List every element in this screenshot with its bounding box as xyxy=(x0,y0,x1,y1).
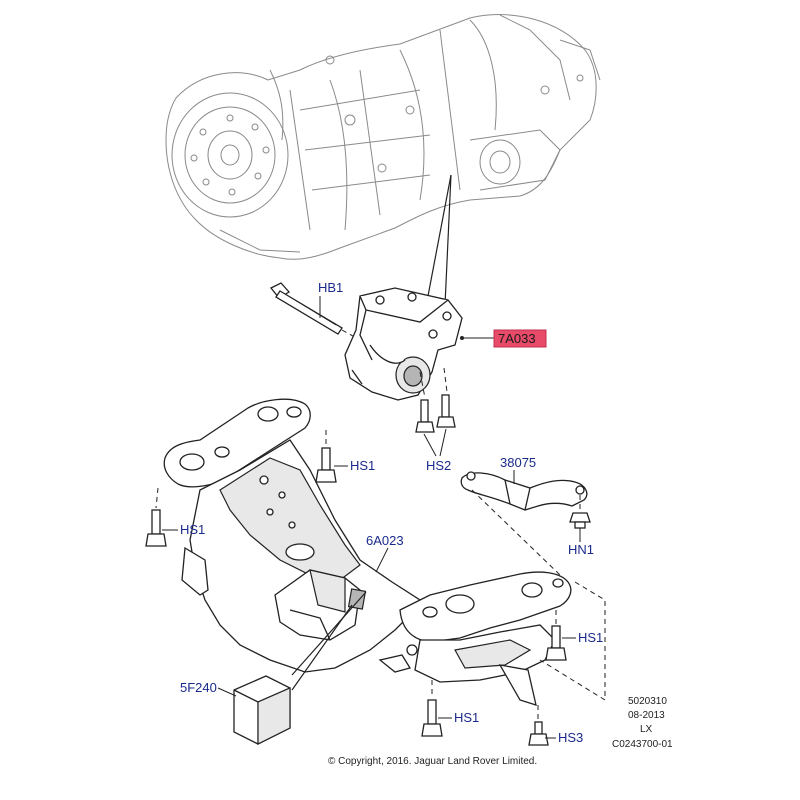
label-5f240[interactable]: 5F240 xyxy=(180,680,217,695)
transmission-illustration xyxy=(165,14,601,260)
mount-leader-line-1 xyxy=(427,174,452,297)
bolt-hb1[interactable] xyxy=(269,282,343,335)
mount-leader-line-2 xyxy=(444,174,452,306)
label-hs1-upper[interactable]: HS1 xyxy=(350,458,375,473)
meta-line-3: LX xyxy=(640,724,653,735)
transmission-mount-7a033[interactable] xyxy=(344,287,463,401)
bolt-hs1-left[interactable] xyxy=(145,487,167,547)
meta-line-1: 5020310 xyxy=(628,696,667,707)
nut-hn1[interactable] xyxy=(569,495,591,529)
label-hs3[interactable]: HS3 xyxy=(558,730,583,745)
meta-line-4: C0243700-01 xyxy=(612,739,673,750)
7a033-highlight-box xyxy=(493,329,547,348)
label-hs1-right[interactable]: HS1 xyxy=(578,630,603,645)
label-6a023[interactable]: 6A023 xyxy=(366,533,404,548)
6a023-leader xyxy=(375,547,389,573)
label-7a033[interactable]: 7A033 xyxy=(498,331,536,346)
hs2-leader-1 xyxy=(423,433,437,457)
hb1-dashed-path xyxy=(341,329,361,341)
label-hb1[interactable]: HB1 xyxy=(318,280,343,295)
label-hs2[interactable]: HS2 xyxy=(426,458,451,473)
bolt-hs3[interactable] xyxy=(528,705,549,746)
5f240-link-line-2 xyxy=(291,591,367,676)
bolt-hs1-bottom[interactable] xyxy=(421,680,443,737)
bolt-hs1-upper[interactable] xyxy=(315,430,337,483)
copyright-text: © Copyright, 2016. Jaguar Land Rover Lim… xyxy=(328,756,537,767)
label-hs1-left[interactable]: HS1 xyxy=(180,522,205,537)
7a033-leader-dot xyxy=(460,336,464,340)
label-hn1[interactable]: HN1 xyxy=(568,542,594,557)
bolt-hs1-right[interactable] xyxy=(545,610,567,661)
hs2-leader-2 xyxy=(439,428,447,457)
label-38075[interactable]: 38075 xyxy=(500,455,536,470)
insulator-5f240[interactable] xyxy=(233,675,291,745)
right-dashed-outline xyxy=(539,581,606,701)
label-hs1-bottom[interactable]: HS1 xyxy=(454,710,479,725)
38075-dashed-path xyxy=(471,489,561,576)
meta-line-2: 08-2013 xyxy=(628,710,665,721)
bracket-38075[interactable] xyxy=(460,471,588,511)
crossmember-6a023[interactable] xyxy=(163,398,572,706)
5f240-leader xyxy=(217,687,237,697)
bolts-hs2[interactable] xyxy=(415,367,456,433)
